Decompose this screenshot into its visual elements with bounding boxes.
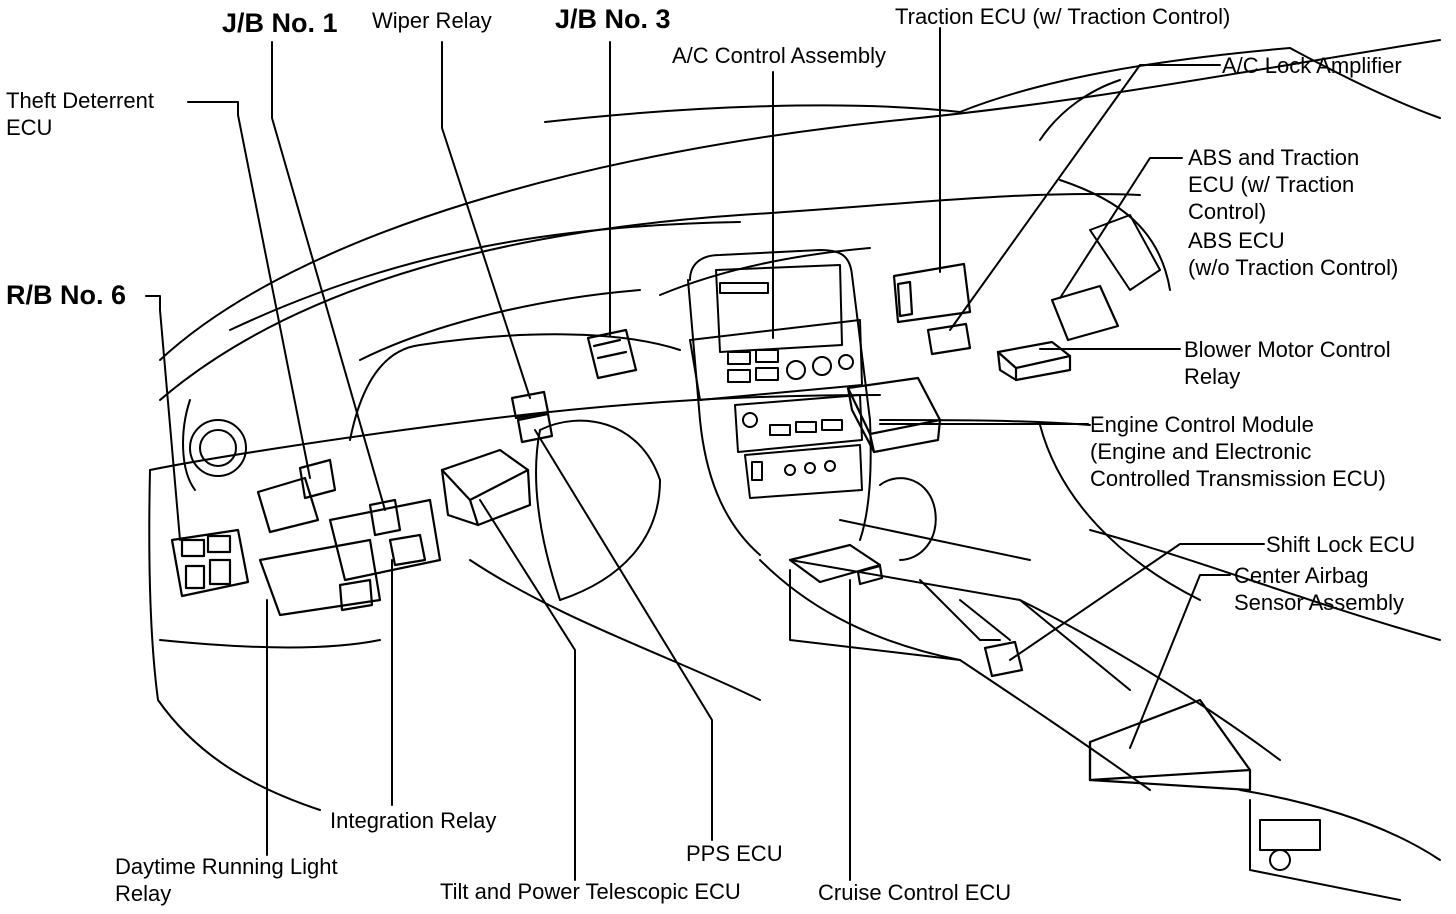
label-daytime-running-light-relay: Daytime Running Light Relay: [115, 854, 338, 906]
label-tilt-power-telescopic-ecu: Tilt and Power Telescopic ECU: [440, 879, 741, 904]
leader-jb-no1: [271, 41, 386, 511]
rb-no6-block: [170, 528, 250, 598]
leader-lines: [145, 27, 1265, 881]
abs-ecu-part: [1050, 284, 1120, 342]
jb-no1-block: [256, 458, 442, 617]
leader-abs-ecu: [1059, 157, 1183, 299]
tilt-telescopic-ecu-part: [440, 448, 532, 527]
label-wiper-relay: Wiper Relay: [372, 8, 492, 33]
label-center-airbag-sensor: Center Airbag Sensor Assembly: [1234, 563, 1404, 615]
blower-relay-part: [996, 340, 1072, 382]
label-rb-no6: R/B No. 6: [6, 280, 127, 310]
dashboard-outline: [148, 39, 1441, 901]
label-abs-traction-ecu: ABS and Traction ECU (w/ Traction Contro…: [1188, 145, 1360, 224]
leader-pps-ecu: [534, 429, 713, 841]
label-ac-lock-amplifier: A/C Lock Amplifier: [1222, 53, 1402, 78]
label-abs-ecu: ABS ECU (w/o Traction Control): [1188, 228, 1399, 280]
leader-shift-lock: [1009, 543, 1265, 661]
shift-lock-ecu-part: [983, 640, 1024, 678]
label-ac-control-assembly: A/C Control Assembly: [672, 43, 886, 68]
cruise-ecu-part: [788, 543, 884, 586]
jb-no3-part: [586, 328, 638, 380]
traction-ecu-part: [892, 262, 972, 324]
leader-airbag: [1129, 574, 1231, 749]
label-integration-relay: Integration Relay: [330, 808, 497, 833]
label-cruise-control-ecu: Cruise Control ECU: [818, 880, 1012, 905]
label-shift-lock-ecu: Shift Lock ECU: [1266, 532, 1416, 557]
label-engine-control-module: Engine Control Module (Engine and Electr…: [1090, 412, 1386, 491]
label-blower-motor-control-relay: Blower Motor Control Relay: [1184, 337, 1391, 389]
leader-tilt-ecu: [479, 499, 576, 881]
label-traction-ecu: Traction ECU (w/ Traction Control): [895, 4, 1231, 29]
label-pps-ecu: PPS ECU: [686, 841, 783, 866]
ac-lock-amplifier-part: [926, 322, 972, 356]
leader-ac-lock-amp: [949, 64, 1221, 331]
wiper-relay-part: [510, 390, 554, 444]
leader-rb-no6: [145, 295, 181, 541]
airbag-sensor-part: [1088, 698, 1252, 792]
leader-theft-deterrent: [187, 101, 311, 479]
label-theft-deterrent-ecu: Theft Deterrent ECU: [6, 88, 154, 140]
leader-wiper-relay: [441, 41, 531, 399]
label-jb-no3: J/B No. 3: [555, 4, 671, 34]
ecm-part: [846, 376, 942, 454]
label-jb-no1: J/B No. 1: [222, 8, 338, 38]
components: [170, 262, 1252, 792]
